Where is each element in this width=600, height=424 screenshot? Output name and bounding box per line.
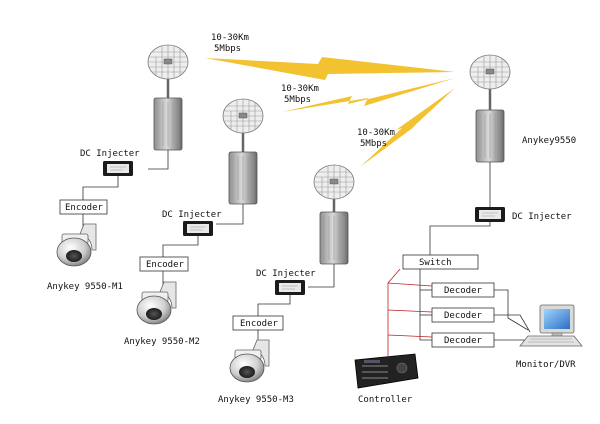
base-radio-label: Anykey9550 [522,136,576,146]
lightning-bolt-icon [282,78,455,112]
dome-camera-icon [136,281,177,325]
remote-2-injector-label: DC Injecter [162,210,222,220]
remote-3-injector-label: DC Injecter [256,269,316,279]
encoder-box-2 [139,256,189,272]
grid-antenna-icon [313,164,355,200]
lightning-bolt-icon [205,57,455,80]
radio-unit-icon [475,109,505,163]
controller-label: Controller [358,395,413,405]
dome-camera-icon [229,339,270,383]
base-injector-label: DC Injecter [512,212,572,222]
dc-injector-icon [102,160,134,177]
decoder-1-label: Decoder [444,286,483,296]
remote-3-encoder-label: Encoder [240,319,279,329]
lightning-bolt-icon [360,88,455,167]
link-3-rate: 5Mbps [360,139,387,149]
link-1-distance: 10-30Km [211,33,249,43]
remote-site-1: DC Injecter Encoder Anykey 9550-M1 [47,44,189,292]
remote-1-camera-label: Anykey 9550-M1 [47,282,123,292]
remote-2-camera-label: Anykey 9550-M2 [124,337,200,347]
link-3-distance: 10-30Km [357,128,395,138]
remote-3-camera-label: Anykey 9550-M3 [218,395,294,405]
link-2-distance: 10-30Km [281,84,319,94]
remote-site-3: DC Injecter Encoder Anykey 9550-M3 [218,164,355,405]
grid-antenna-icon [469,54,511,90]
wireless-links [205,57,455,167]
ptz-controller-icon [354,353,419,389]
dc-injector-icon [474,206,506,223]
remote-2-encoder-label: Encoder [146,260,185,270]
dc-injector-icon [182,220,214,237]
grid-antenna-icon [222,98,264,134]
decoder-2-label: Decoder [444,311,483,321]
dc-injector-icon [274,279,306,296]
remote-1-encoder-label: Encoder [65,203,104,213]
dome-camera-icon [56,223,97,267]
link-1-rate: 5Mbps [214,44,241,54]
switch-label: Switch [419,258,452,268]
grid-antenna-icon [147,44,189,80]
radio-unit-icon [228,151,258,205]
remote-1-injector-label: DC Injecter [80,149,140,159]
switch-box [402,254,479,270]
monitor-label: Monitor/DVR [516,360,576,370]
link-2-rate: 5Mbps [284,95,311,105]
remote-site-2: DC Injecter Encoder Anykey 9550-M2 [124,98,264,347]
radio-unit-icon [153,97,183,151]
decoder-3-label: Decoder [444,336,483,346]
monitor-icon [519,304,583,347]
radio-unit-icon [319,211,349,265]
base-station: Anykey9550 DC Injecter Switch Decoder De… [354,54,583,405]
encoder-box-1 [59,199,108,215]
